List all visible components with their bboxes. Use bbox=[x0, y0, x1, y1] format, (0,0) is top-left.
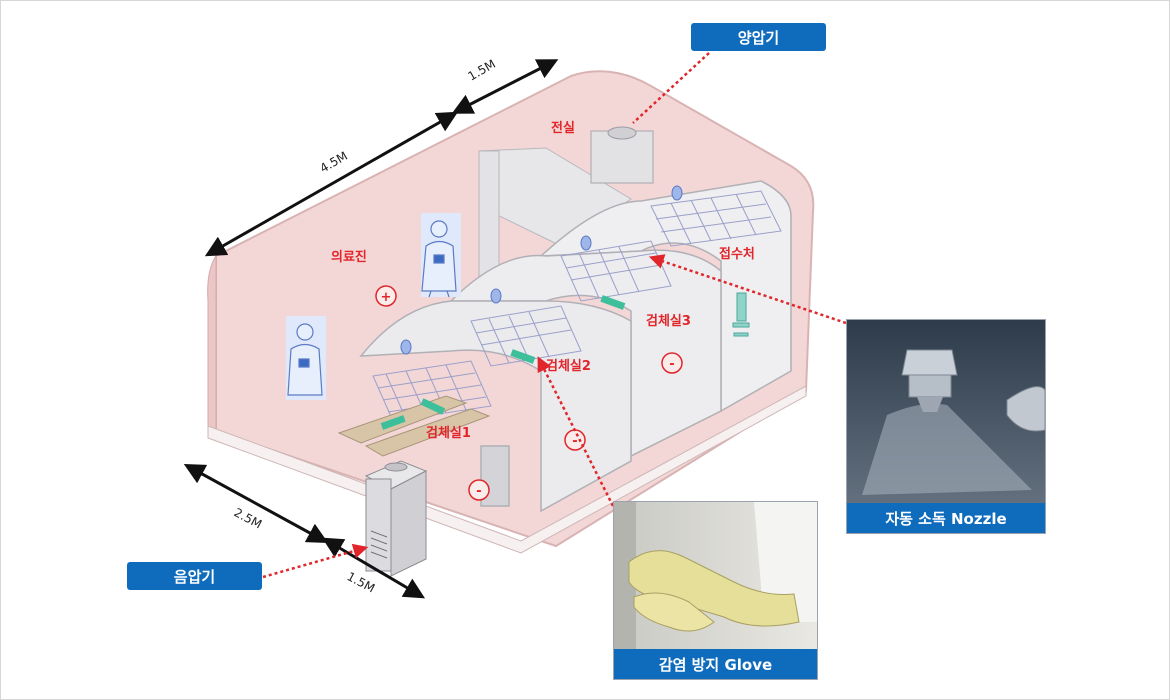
shell-left-wall bbox=[207, 254, 217, 432]
nozzle-photo: 자동 소독 Nozzle bbox=[846, 319, 1046, 534]
sample-counters bbox=[337, 295, 626, 457]
glove-photo: 감염 방지 Glove bbox=[613, 501, 818, 680]
leader-negative-pressure bbox=[262, 543, 369, 579]
pressure-sign-minus-3 bbox=[661, 352, 683, 374]
nozzle-caption: 자동 소독 Nozzle bbox=[847, 503, 1045, 533]
label-booth3: 검체실3 bbox=[646, 313, 691, 329]
dim-arrow-depth bbox=[183, 463, 329, 544]
reception-dispenser bbox=[732, 292, 750, 337]
pressure-sign-minus-1 bbox=[468, 479, 490, 501]
label-reception: 접수처 bbox=[719, 246, 755, 262]
pressure-sign-minus-text-3: - bbox=[669, 357, 674, 372]
shell-floor bbox=[207, 385, 807, 554]
glove-caption: 감염 방지 Glove bbox=[614, 649, 817, 679]
pressure-sign-plus-text: + bbox=[381, 290, 392, 305]
nozzle-photo-image bbox=[847, 320, 1045, 533]
pressure-signs bbox=[375, 285, 683, 501]
pressure-sign-minus-text-1: - bbox=[476, 484, 481, 499]
dim-label-top-width: 1.5M bbox=[466, 57, 498, 84]
booth-window-grids bbox=[372, 190, 782, 422]
pressure-sign-plus bbox=[375, 285, 397, 307]
dim-label-length: 4.5M bbox=[318, 149, 350, 176]
callout-negative-pressure: 음압기 bbox=[127, 562, 262, 590]
dim-label-depth: 2.5M bbox=[232, 505, 265, 531]
label-booth2: 검체실2 bbox=[546, 358, 591, 374]
leader-glove bbox=[537, 356, 615, 507]
callout-positive-pressure: 양압기 bbox=[691, 23, 826, 51]
booth-lights bbox=[400, 185, 683, 355]
medical-staff-figure-2 bbox=[286, 316, 326, 400]
label-medical-staff: 의료진 bbox=[331, 249, 367, 265]
positive-pressure-vent bbox=[607, 126, 637, 140]
pressure-sign-minus-text-2: - bbox=[572, 434, 577, 449]
positive-pressure-unit bbox=[590, 130, 654, 184]
leader-lines bbox=[262, 52, 847, 579]
medical-staff-figure-1 bbox=[421, 213, 461, 298]
negative-pressure-unit bbox=[364, 460, 428, 577]
label-booth1: 검체실1 bbox=[426, 425, 471, 441]
dim-label-unit-width: 1.5M bbox=[345, 569, 378, 595]
dim-arrow-top-width bbox=[451, 59, 559, 114]
dim-arrow-unit-width bbox=[321, 537, 426, 599]
label-anteroom: 전실 bbox=[551, 120, 575, 136]
dim-arrow-length bbox=[204, 111, 459, 257]
leader-positive-pressure bbox=[632, 52, 710, 124]
